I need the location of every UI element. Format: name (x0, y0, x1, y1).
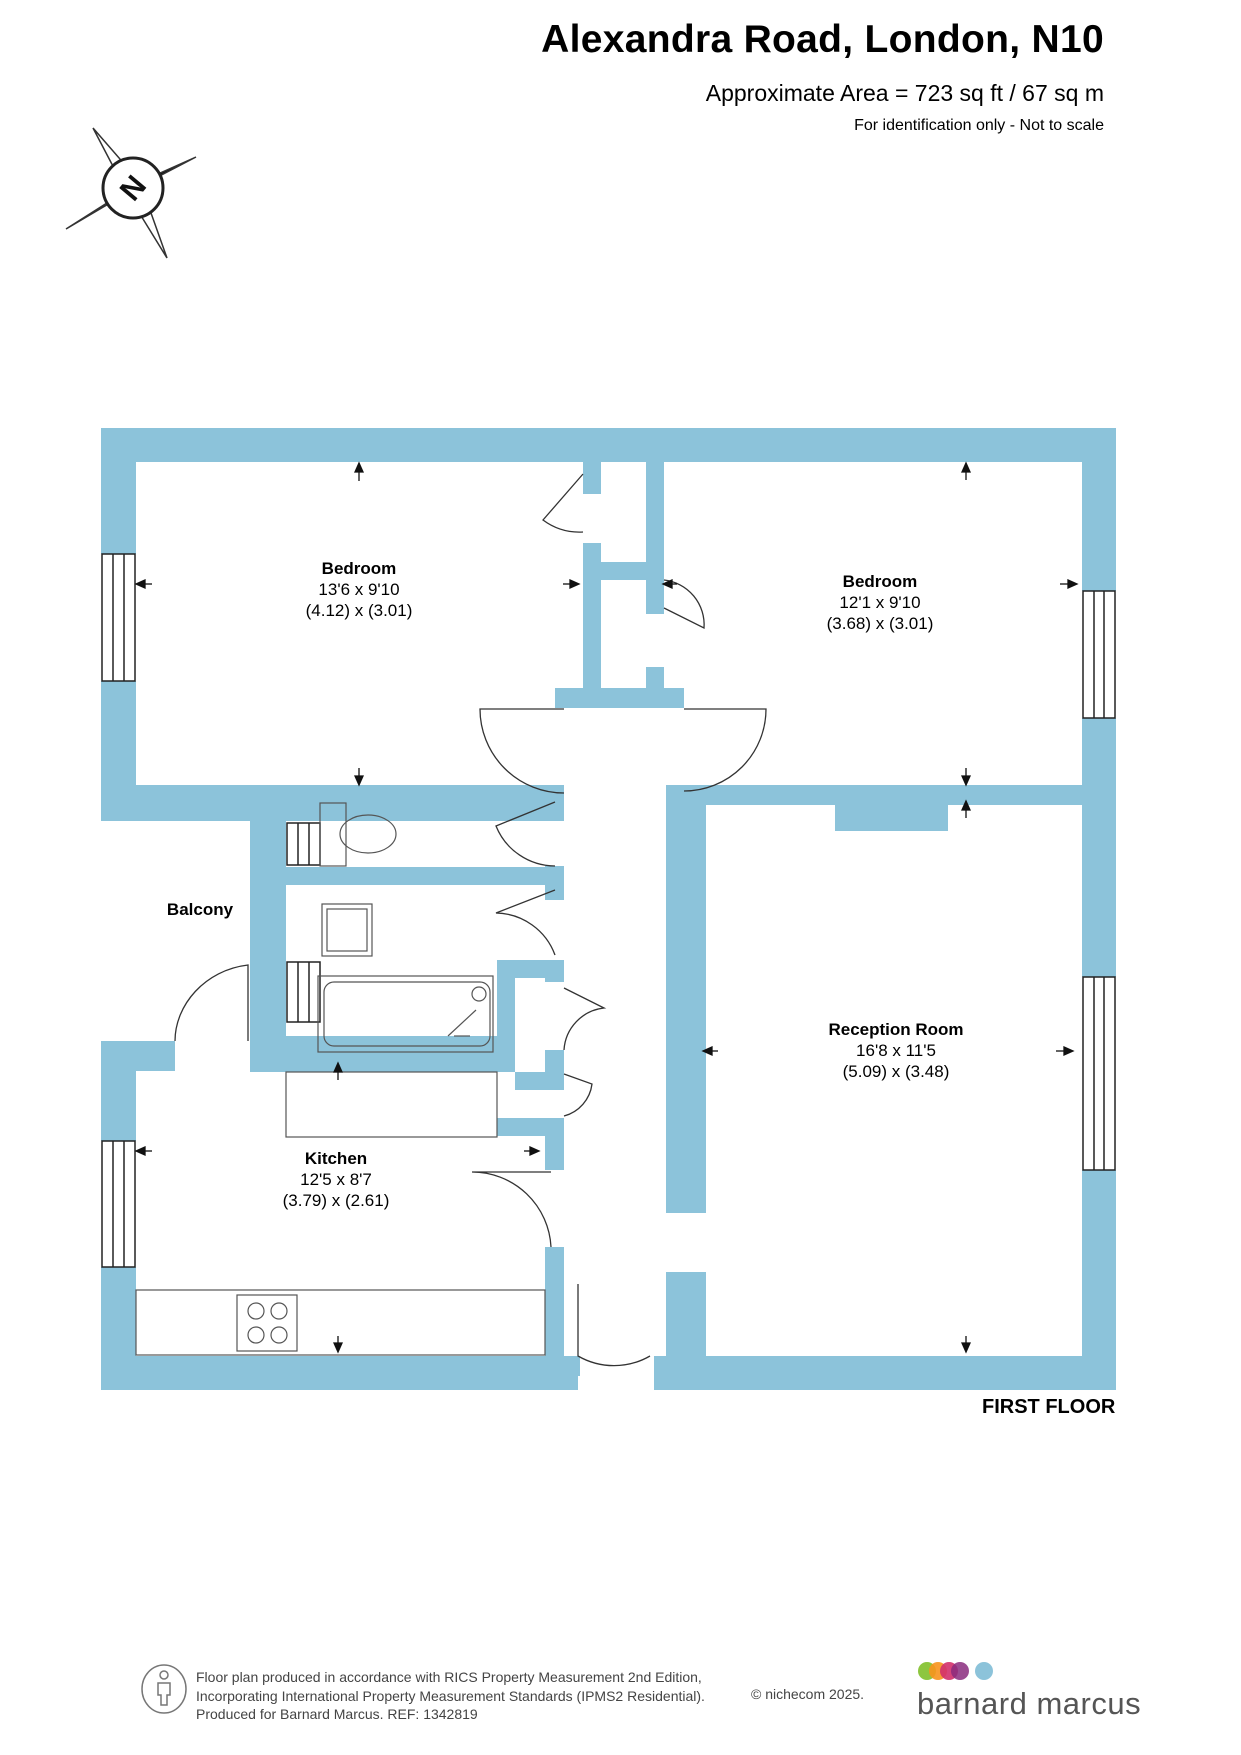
brand-name: barnard marcus (917, 1686, 1142, 1721)
room-name: Reception Room (828, 1020, 964, 1039)
room-label-kitchen: Kitchen 12'5 x 8'7 (3.79) x (2.61) (283, 1148, 390, 1211)
room-label-balcony: Balcony (167, 899, 233, 920)
windows (101, 553, 1116, 1268)
room-label-bedroom-1: Bedroom 13'6 x 9'10 (4.12) x (3.01) (306, 558, 413, 621)
person-icon (141, 1664, 187, 1714)
room-size-metric: (3.68) x (3.01) (826, 614, 934, 633)
footer-text: Floor plan produced in accordance with R… (196, 1668, 705, 1724)
room-size-imperial: 16'8 x 11'5 (856, 1041, 936, 1060)
room-size-imperial: 13'6 x 9'10 (318, 580, 400, 599)
footer-line: Floor plan produced in accordance with R… (196, 1669, 702, 1685)
kitchen-worktop (285, 1071, 498, 1138)
toilet-icon (339, 814, 397, 854)
room-label-bedroom-2: Bedroom 12'1 x 9'10 (3.68) x (3.01) (827, 571, 934, 634)
scale-note: For identification only - Not to scale (854, 117, 1104, 134)
walls (101, 428, 1116, 1390)
room-name: Balcony (166, 900, 234, 919)
room-size-imperial: 12'5 x 8'7 (300, 1170, 372, 1189)
brand-logo-dots-icon (918, 1662, 993, 1680)
room-label-reception: Reception Room 16'8 x 11'5 (5.09) x (3.4… (828, 1019, 963, 1082)
dimension-arrows (134, 461, 1079, 1354)
copyright: © nichecom 2025. (751, 1686, 865, 1702)
floor-label: FIRST FLOOR (982, 1396, 1116, 1418)
north-compass-icon: N (65, 127, 197, 259)
wc-cistern (319, 802, 347, 867)
page-title: Alexandra Road, London, N10 (541, 18, 1104, 61)
footer-line: Incorporating International Property Mea… (196, 1687, 705, 1704)
room-name: Bedroom (321, 559, 397, 578)
room-name: Kitchen (304, 1149, 368, 1168)
kitchen-counter (135, 1289, 546, 1356)
basin-icon (321, 903, 373, 957)
bath-icon (317, 975, 494, 1053)
room-size-metric: (3.79) x (2.61) (282, 1191, 390, 1210)
room-name: Bedroom (842, 572, 918, 591)
hob-icon (236, 1294, 298, 1352)
footer-line: Produced for Barnard Marcus. REF: 134281… (196, 1706, 478, 1722)
fixtures (135, 802, 546, 1356)
room-size-metric: (5.09) x (3.48) (842, 1062, 950, 1081)
room-size-imperial: 12'1 x 9'10 (839, 593, 921, 612)
doors (174, 473, 767, 1367)
approximate-area: Approximate Area = 723 sq ft / 67 sq m (705, 80, 1104, 106)
room-size-metric: (4.12) x (3.01) (305, 601, 413, 620)
